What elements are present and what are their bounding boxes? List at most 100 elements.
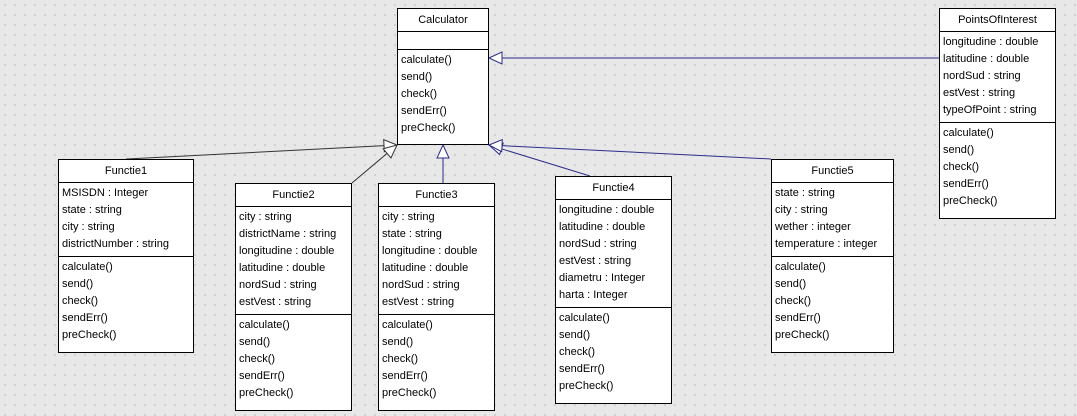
attribute: diametru : Integer (559, 272, 646, 284)
attribute: estVest : string (943, 87, 1016, 99)
method: sendErr() (62, 312, 108, 324)
attribute: city : string (62, 221, 115, 233)
attribute: longitudine : double (382, 245, 478, 257)
method: send() (239, 336, 271, 348)
method: check() (775, 295, 812, 307)
class-name: Functie1 (59, 160, 193, 183)
generalization-arrowhead-poi (487, 51, 503, 65)
method: sendErr() (239, 370, 285, 382)
attribute: latitudine : double (239, 262, 326, 274)
methods-section: calculate() send() check() sendErr() preChec… (940, 123, 1055, 213)
attribute: harta : Integer (559, 289, 628, 301)
method: preCheck() (559, 380, 614, 392)
method: check() (401, 88, 438, 100)
attribute: longitudine : double (559, 204, 655, 216)
attribute: state : string (62, 204, 122, 216)
attribute: city : string (382, 211, 435, 223)
methods-section: calculate() send() check() sendErr() preChec… (398, 50, 488, 140)
method: preCheck() (401, 122, 456, 134)
class-box-calculator[interactable]: Calculator calculate() send() check() sendEr… (397, 8, 489, 145)
attribute: nordSud : string (239, 279, 317, 291)
method: check() (559, 346, 596, 358)
methods-section: calculate() send() check() sendErr() preChec… (772, 257, 893, 347)
attribute: estVest : string (239, 296, 312, 308)
class-name: Functie3 (379, 184, 494, 207)
method: preCheck() (943, 195, 998, 207)
generalization-arrowhead-f5 (487, 138, 503, 153)
method: send() (559, 329, 591, 341)
attributes-section: MSISDN : Integer state : string city : str… (59, 183, 193, 257)
attributes-section: city : string state : string longitudine :… (379, 207, 494, 315)
method: calculate() (943, 127, 994, 139)
attribute: latitudine : double (559, 221, 646, 233)
class-name: PointsOfInterest (940, 9, 1055, 32)
attributes-section: longitudine : double latitudine : double n… (556, 200, 671, 308)
method: send() (62, 278, 94, 290)
attribute: nordSud : string (559, 238, 637, 250)
attribute: city : string (775, 204, 828, 216)
method: send() (775, 278, 807, 290)
class-box-f2[interactable]: Functie2 city : string districtName : stri… (235, 183, 352, 411)
class-name: Functie2 (236, 184, 351, 207)
method: check() (62, 295, 99, 307)
class-box-f5[interactable]: Functie5 state : string city : string wethe… (771, 159, 894, 353)
method: calculate() (559, 312, 610, 324)
generalization-line-f4 (501, 148, 591, 177)
methods-section: calculate() send() check() sendErr() preChec… (236, 315, 351, 405)
method: sendErr() (943, 178, 989, 190)
attribute: longitudine : double (239, 245, 335, 257)
attribute: latitudine : double (382, 262, 469, 274)
class-name: Calculator (398, 9, 488, 32)
attribute: latitudine : double (943, 53, 1030, 65)
attribute: wether : integer (775, 221, 851, 233)
attributes-section (398, 32, 488, 50)
attribute: districtName : string (239, 228, 337, 240)
attribute: state : string (775, 187, 835, 199)
method: send() (401, 71, 433, 83)
method: sendErr() (401, 105, 447, 117)
class-name: Functie5 (772, 160, 893, 183)
method: preCheck() (239, 387, 294, 399)
generalization-arrowhead-f3 (436, 143, 450, 159)
method: calculate() (239, 319, 290, 331)
method: sendErr() (382, 370, 428, 382)
class-box-f4[interactable]: Functie4 longitudine : double latitudine :… (555, 176, 672, 404)
generalization-line-f2 (351, 153, 388, 184)
attributes-section: state : string city : string wether : inte… (772, 183, 893, 257)
method: calculate() (775, 261, 826, 273)
generalization-arrowhead-f4 (487, 142, 504, 156)
method: check() (943, 161, 980, 173)
methods-section: calculate()send()check()sendErr()preChec… (556, 308, 671, 398)
attribute: MSISDN : Integer (62, 187, 149, 199)
attribute: state : string (382, 228, 442, 240)
method: send() (943, 144, 975, 156)
attribute: nordSud : string (382, 279, 460, 291)
class-name: Functie4 (556, 177, 671, 200)
attribute: nordSud : string (943, 70, 1021, 82)
attribute: estVest : string (559, 255, 632, 267)
attribute: districtNumber : string (62, 238, 169, 250)
attributes-section: city : string districtName : string longit… (236, 207, 351, 315)
method: preCheck() (62, 329, 117, 341)
method: sendErr() (775, 312, 821, 324)
methods-section: calculate() send() check() sendErr() preChec… (59, 257, 193, 347)
method: check() (382, 353, 419, 365)
method: check() (239, 353, 276, 365)
attribute: estVest : string (382, 296, 455, 308)
methods-section: calculate()send()check()sendErr()preChec… (379, 315, 494, 405)
method: preCheck() (382, 387, 437, 399)
generalization-arrowhead-f2 (382, 144, 398, 159)
attribute: temperature : integer (775, 238, 878, 250)
generalization-arrowhead-f1 (383, 138, 399, 153)
method: preCheck() (775, 329, 830, 341)
method: calculate() (62, 261, 113, 273)
attribute: typeOfPoint : string (943, 104, 1037, 116)
class-box-f3[interactable]: Functie3 city : string state : string longi… (378, 183, 495, 411)
method: calculate() (401, 54, 452, 66)
attribute: city : string (239, 211, 292, 223)
generalization-line-f5 (501, 145, 772, 160)
